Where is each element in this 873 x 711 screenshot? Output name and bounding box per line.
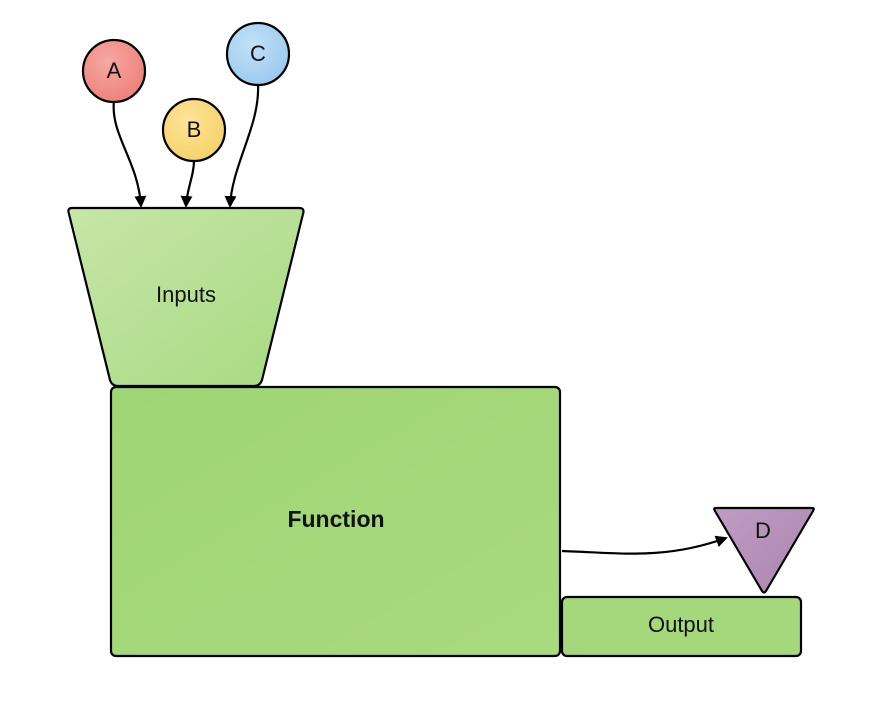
node-a: A <box>81 38 147 104</box>
edge-a-to-inputs <box>112 99 147 208</box>
node-c: C <box>225 21 291 87</box>
function-label: Function <box>287 506 384 532</box>
output-label: Output <box>648 612 714 637</box>
node-d-triangle <box>713 506 815 594</box>
inputs-label: Inputs <box>156 282 216 307</box>
node-c-circle <box>225 21 291 87</box>
function-box <box>109 385 562 658</box>
node-b-circle <box>161 97 227 163</box>
edge-b-to-inputs <box>180 159 196 208</box>
function-block: Function <box>109 385 562 658</box>
node-a-circle <box>81 38 147 104</box>
inputs-block: Inputs <box>67 206 305 388</box>
node-b: B <box>161 97 227 163</box>
node-a-label: A <box>107 58 122 83</box>
output-box <box>560 595 803 658</box>
node-b-label: B <box>187 117 202 142</box>
node-c-label: C <box>250 41 266 66</box>
edge-function-to-d <box>561 535 728 555</box>
node-d-label: D <box>755 518 771 543</box>
edge-c-to-inputs <box>224 84 260 208</box>
node-d: D <box>713 506 815 594</box>
output-block: Output <box>560 595 803 658</box>
